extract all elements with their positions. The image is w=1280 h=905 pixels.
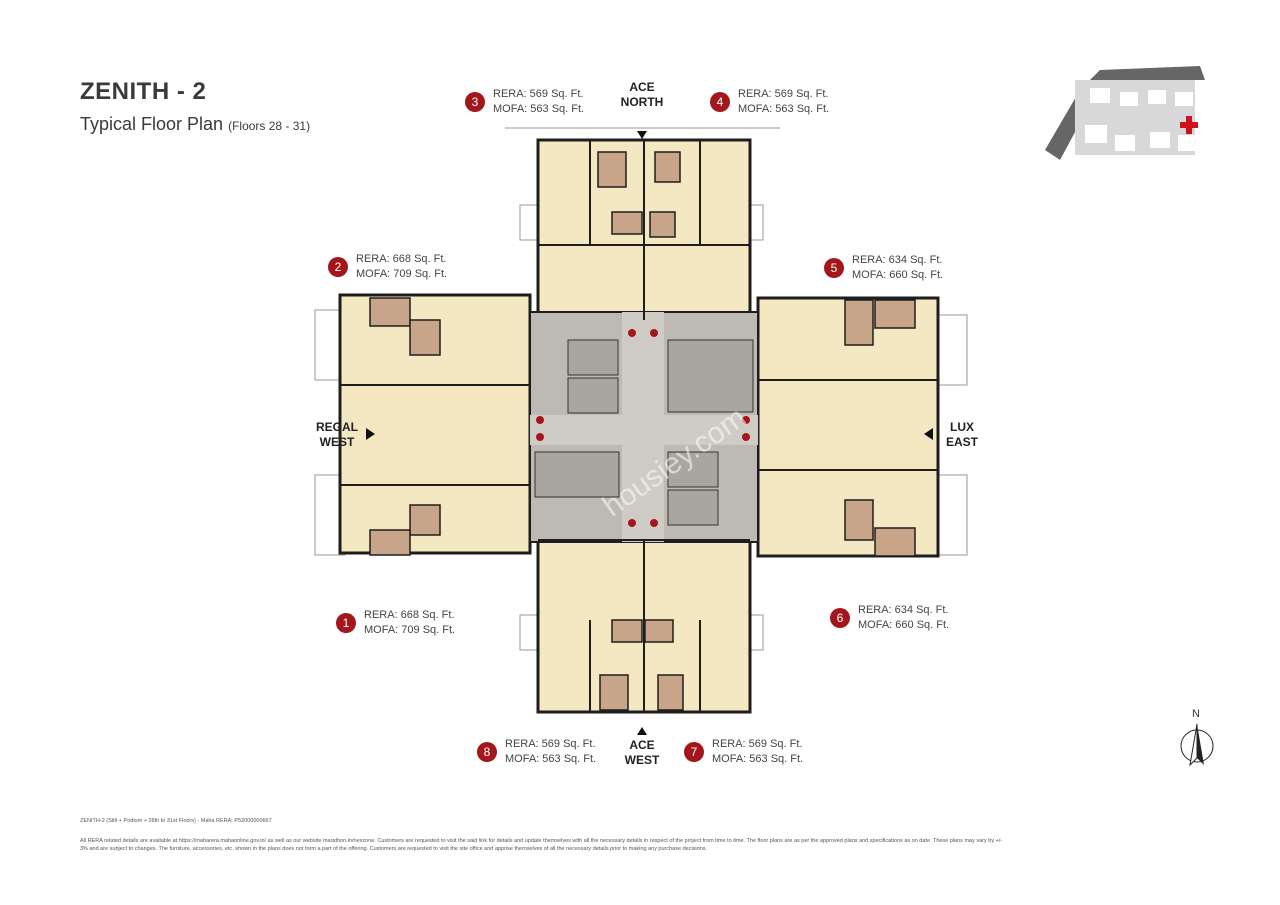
rera-area: RERA: 569 Sq. Ft. xyxy=(712,738,803,750)
footer-project-info: ZENITH-2 (Stilt + Podium + 28th to 31st … xyxy=(80,818,272,824)
highlight-tower xyxy=(1180,116,1198,134)
rera-area: RERA: 569 Sq. Ft. xyxy=(505,738,596,750)
unit-badge: 8 xyxy=(477,742,497,762)
balcony xyxy=(934,474,968,556)
mofa-area: MOFA: 660 Sq. Ft. xyxy=(852,269,944,281)
unit-label-8: 8 RERA: 569 Sq. Ft. MOFA: 563 Sq. Ft. xyxy=(477,737,596,767)
lift xyxy=(567,377,619,414)
key-plan xyxy=(1045,66,1205,160)
mofa-area: MOFA: 660 Sq. Ft. xyxy=(858,619,950,631)
direction-line: WEST xyxy=(319,435,355,449)
unit-label-7: 7 RERA: 569 Sq. Ft. MOFA: 563 Sq. Ft. xyxy=(684,737,803,767)
balcony xyxy=(519,614,539,651)
unit-label-6: 6 RERA: 634 Sq. Ft. MOFA: 660 Sq. Ft. xyxy=(830,603,949,633)
unit-label-2: 2 RERA: 668 Sq. Ft. MOFA: 709 Sq. Ft. xyxy=(328,252,447,282)
lift xyxy=(667,489,719,526)
unit-badge: 1 xyxy=(336,613,356,633)
mofa-area: MOFA: 563 Sq. Ft. xyxy=(712,753,804,765)
unit-badge: 5 xyxy=(824,258,844,278)
page-subtitle: Typical Floor Plan (Floors 28 - 31) xyxy=(80,114,310,135)
arrow-east-icon xyxy=(924,428,933,440)
unit-badge: 2 xyxy=(328,257,348,277)
direction-line: EAST xyxy=(945,435,978,449)
arrow-south-icon xyxy=(637,727,647,735)
balcony xyxy=(934,314,968,386)
unit-label-4: 4 RERA: 569 Sq. Ft. MOFA: 563 Sq. Ft. xyxy=(710,87,829,117)
rera-area: RERA: 668 Sq. Ft. xyxy=(364,609,455,621)
mofa-area: MOFA: 563 Sq. Ft. xyxy=(505,753,597,765)
arrow-west-icon xyxy=(366,428,375,440)
floors-range: (Floors 28 - 31) xyxy=(228,119,311,133)
direction-line: NORTH xyxy=(620,95,664,109)
mofa-area: MOFA: 709 Sq. Ft. xyxy=(356,268,448,280)
compass-label: N xyxy=(1192,708,1200,720)
rera-area: RERA: 634 Sq. Ft. xyxy=(858,604,949,616)
rera-area: RERA: 634 Sq. Ft. xyxy=(852,254,943,266)
unit-label-3: 3 RERA: 569 Sq. Ft. MOFA: 563 Sq. Ft. xyxy=(465,87,584,117)
north-compass-icon xyxy=(1180,723,1214,767)
page-title: ZENITH - 2 xyxy=(80,78,207,105)
rera-area: RERA: 668 Sq. Ft. xyxy=(356,253,447,265)
footer-disclaimer: All RERA related details are available a… xyxy=(80,838,1003,852)
lift xyxy=(567,339,619,376)
unit-label-5: 5 RERA: 634 Sq. Ft. MOFA: 660 Sq. Ft. xyxy=(824,253,943,283)
lift xyxy=(667,451,719,488)
rera-area: RERA: 569 Sq. Ft. xyxy=(493,88,584,100)
mofa-area: MOFA: 563 Sq. Ft. xyxy=(738,103,830,115)
mofa-area: MOFA: 563 Sq. Ft. xyxy=(493,103,585,115)
staircase xyxy=(534,451,620,498)
unit-badge: 7 xyxy=(684,742,704,762)
subtitle-text: Typical Floor Plan xyxy=(80,114,224,134)
unit-label-1: 1 RERA: 668 Sq. Ft. MOFA: 709 Sq. Ft. xyxy=(336,608,455,638)
passage-vertical xyxy=(622,312,664,542)
direction-line: REGAL xyxy=(316,420,358,434)
staircase xyxy=(667,339,754,413)
arrow-north-icon xyxy=(637,131,647,139)
direction-line: LUX xyxy=(950,420,974,434)
unit-badge: 3 xyxy=(465,92,485,112)
direction-line: WEST xyxy=(624,753,660,767)
unit-badge: 6 xyxy=(830,608,850,628)
mofa-area: MOFA: 709 Sq. Ft. xyxy=(364,624,456,636)
direction-line: ACE xyxy=(629,738,655,752)
balcony xyxy=(519,204,539,241)
unit-badge: 4 xyxy=(710,92,730,112)
rera-area: RERA: 569 Sq. Ft. xyxy=(738,88,829,100)
direction-line: ACE xyxy=(629,80,655,94)
